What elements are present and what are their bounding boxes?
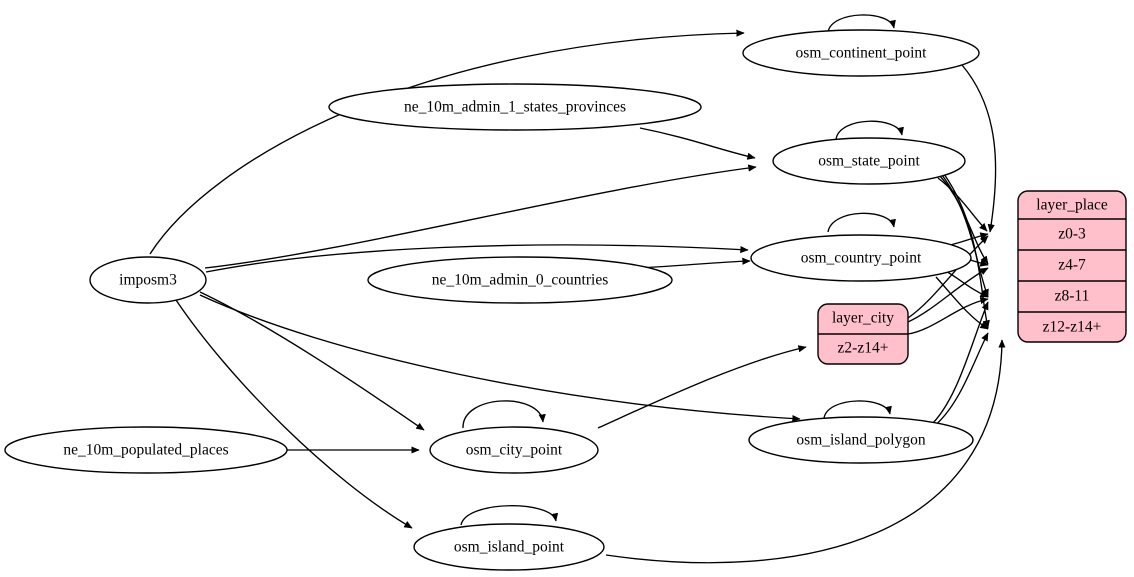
layer-place-row-z8-11[interactable]: z8-11 bbox=[1055, 288, 1090, 305]
edge-osm-country-point-layer-place-z0-3 bbox=[945, 232, 989, 247]
edge-ne-countries-osm-country-point bbox=[639, 257, 751, 269]
edge-imposm3-osm-state-point bbox=[204, 164, 757, 269]
edge-imposm3-osm-island-point bbox=[175, 299, 413, 529]
edge-imposm3-osm-island-polygon bbox=[199, 294, 801, 423]
node-osm-country-point-label: osm_country_point bbox=[801, 250, 922, 267]
node-ne-places-label: ne_10m_populated_places bbox=[63, 442, 228, 459]
layer-city-title: layer_city bbox=[832, 310, 894, 327]
edge-self-osm-state-point bbox=[835, 120, 904, 140]
layer-place-row-z4-7[interactable]: z4-7 bbox=[1058, 257, 1086, 274]
edge-imposm3-osm-country-point bbox=[205, 244, 749, 273]
node-osm-island-point[interactable]: osm_island_point bbox=[413, 523, 605, 571]
edge-self-osm-country-point bbox=[827, 212, 896, 233]
node-ne-10m-admin-0-countries[interactable]: ne_10m_admin_0_countries bbox=[367, 256, 673, 304]
node-imposm3-label: imposm3 bbox=[119, 272, 177, 289]
edge-osm-continent-point-layer-place-z0-3 bbox=[961, 64, 997, 233]
edge-osm-island-polygon-layer-place-z8-11 bbox=[929, 301, 989, 427]
edge-imposm3-osm-continent-point bbox=[149, 29, 745, 255]
node-layer: imposm3 ne_10m_admin_1_states_provinces … bbox=[4, 29, 1127, 571]
edge-osm-state-point-layer-place-z12-z14 bbox=[943, 173, 990, 329]
node-osm-continent-point-label: osm_continent_point bbox=[796, 45, 928, 62]
edge-ne-states-osm-state-point bbox=[639, 127, 756, 160]
layer-place-row-z0-3[interactable]: z0-3 bbox=[1058, 226, 1086, 243]
node-layer-city[interactable]: layer_city z2-z14+ bbox=[817, 303, 909, 365]
node-ne-10m-admin-1-states-provinces[interactable]: ne_10m_admin_1_states_provinces bbox=[328, 83, 702, 131]
layer-city-row-z2-z14[interactable]: z2-z14+ bbox=[838, 340, 889, 357]
layer-place-row-z12-z14[interactable]: z12-z14+ bbox=[1043, 319, 1102, 336]
layer-place-title: layer_place bbox=[1036, 197, 1108, 214]
edge-layer-city-layer-place-z8-11 bbox=[907, 296, 989, 335]
node-ne-states-label: ne_10m_admin_1_states_provinces bbox=[404, 99, 626, 116]
edge-osm-state-point-layer-place-z0-3 bbox=[937, 177, 988, 232]
node-osm-city-point-label: osm_city_point bbox=[466, 442, 563, 459]
edge-osm-island-polygon-layer-place-z12-z14 bbox=[931, 332, 989, 429]
edge-layer-city-layer-place-z0-3 bbox=[907, 235, 989, 319]
edge-osm-country-point-layer-place-z12-z14 bbox=[935, 276, 989, 330]
node-osm-island-point-label: osm_island_point bbox=[454, 539, 565, 556]
node-osm-island-polygon-label: osm_island_polygon bbox=[796, 432, 925, 449]
node-osm-country-point[interactable]: osm_country_point bbox=[750, 234, 972, 282]
edge-layer bbox=[149, 14, 1006, 564]
edge-self-osm-continent-point bbox=[827, 14, 896, 33]
node-ne-10m-populated-places[interactable]: ne_10m_populated_places bbox=[4, 426, 288, 474]
edge-osm-island-point-layer-place-z12-z14 bbox=[605, 339, 1006, 564]
node-imposm3[interactable]: imposm3 bbox=[89, 256, 207, 304]
edge-self-osm-island-point bbox=[460, 505, 559, 526]
node-osm-city-point[interactable]: osm_city_point bbox=[429, 426, 599, 474]
node-layer-place[interactable]: layer_place z0-3 z4-7 z8-11 z12-z14+ bbox=[1017, 190, 1127, 343]
node-osm-continent-point[interactable]: osm_continent_point bbox=[742, 29, 980, 77]
edge-self-osm-city-point-outer bbox=[462, 400, 546, 429]
node-ne-countries-label: ne_10m_admin_0_countries bbox=[432, 272, 609, 289]
edge-imposm3-osm-city-point bbox=[199, 291, 425, 431]
node-osm-state-point-label: osm_state_point bbox=[818, 153, 920, 170]
node-osm-island-polygon[interactable]: osm_island_polygon bbox=[748, 416, 974, 464]
edge-layer-city-layer-place-z4-7 bbox=[907, 267, 989, 323]
node-osm-state-point[interactable]: osm_state_point bbox=[772, 137, 966, 185]
edge-self-osm-island-polygon bbox=[823, 400, 892, 419]
edge-osm-city-point-layer-city bbox=[597, 345, 807, 429]
